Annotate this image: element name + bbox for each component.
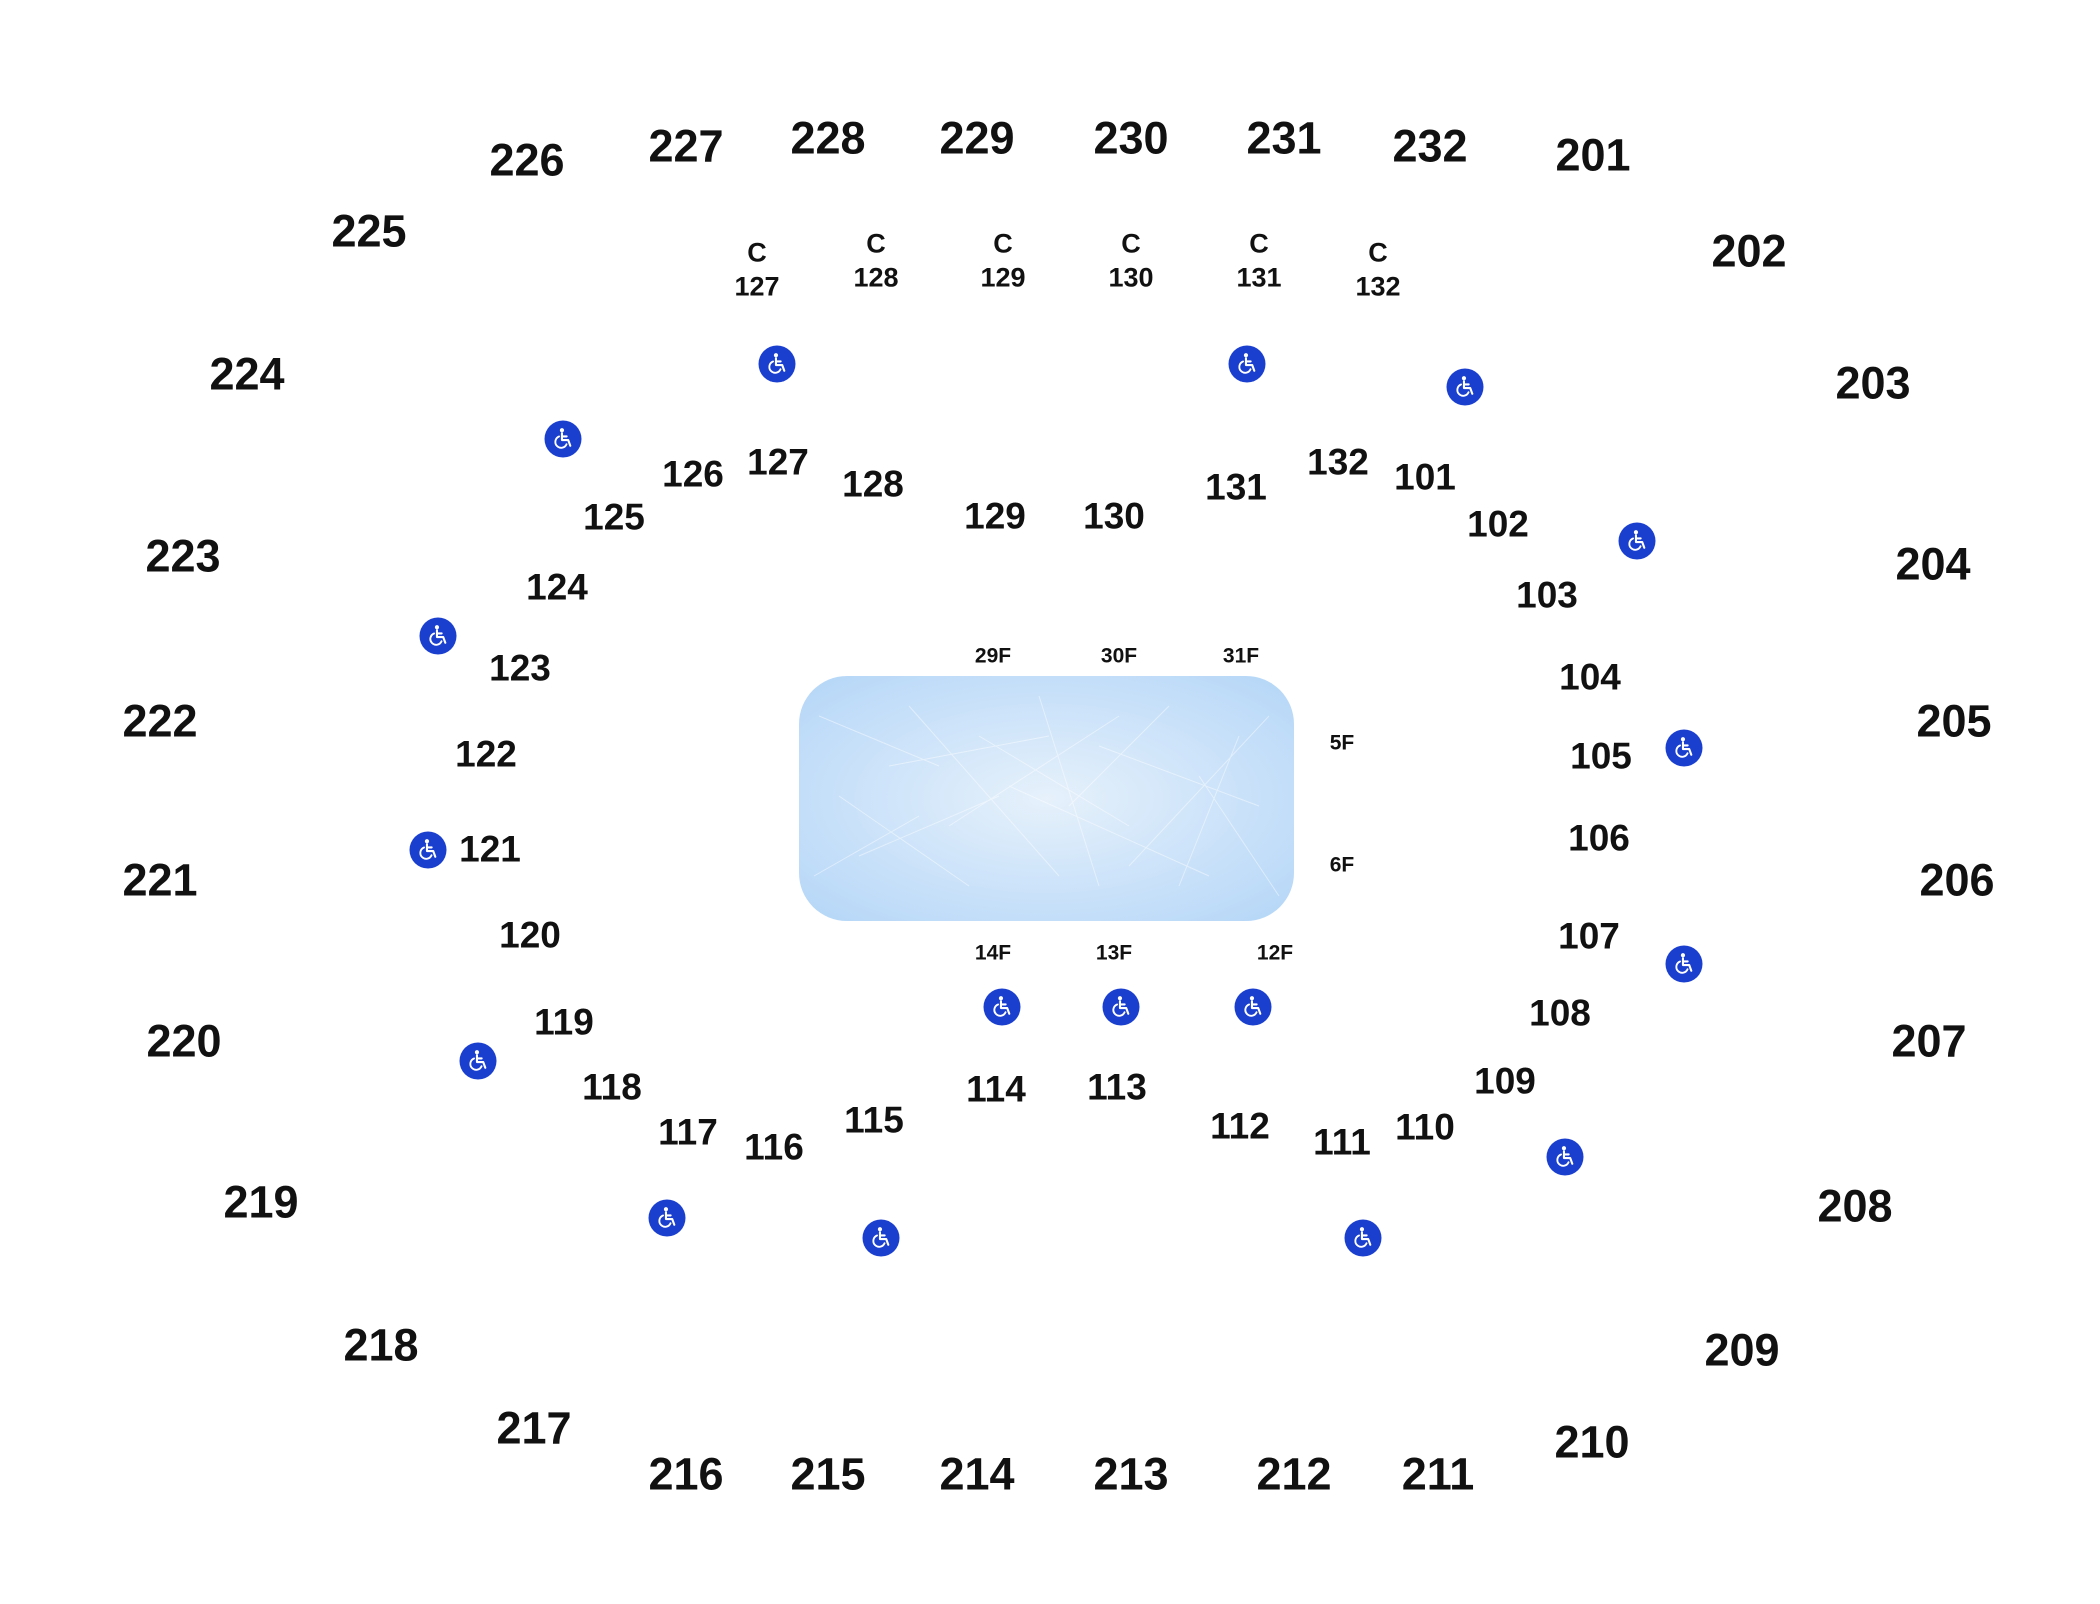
- section-228[interactable]: 228: [790, 112, 866, 164]
- section-123[interactable]: 123: [489, 647, 551, 689]
- wheelchair-icon: [1546, 1138, 1584, 1176]
- section-221[interactable]: 221: [122, 854, 198, 906]
- section-130[interactable]: 130: [1083, 495, 1145, 537]
- section-120[interactable]: 120: [499, 914, 561, 956]
- section-213[interactable]: 213: [1093, 1448, 1169, 1500]
- section-223[interactable]: 223: [145, 530, 221, 582]
- section-113[interactable]: 113: [1087, 1066, 1147, 1108]
- section-129[interactable]: 129: [964, 495, 1026, 537]
- section-127[interactable]: 127: [747, 441, 809, 483]
- section-115[interactable]: 115: [844, 1099, 904, 1141]
- section-126[interactable]: 126: [662, 453, 724, 495]
- section-111[interactable]: 111: [1313, 1121, 1371, 1163]
- section-108[interactable]: 108: [1529, 992, 1591, 1034]
- floor-section-31f[interactable]: 31F: [1222, 644, 1260, 668]
- section-217[interactable]: 217: [496, 1402, 572, 1454]
- section-119[interactable]: 119: [534, 1001, 594, 1043]
- wheelchair-icon: [1665, 729, 1703, 767]
- section-121[interactable]: 121: [459, 828, 521, 870]
- section-103[interactable]: 103: [1516, 574, 1578, 616]
- section-231[interactable]: 231: [1246, 112, 1322, 164]
- section-215[interactable]: 215: [790, 1448, 866, 1500]
- section-220[interactable]: 220: [146, 1015, 222, 1067]
- section-201[interactable]: 201: [1555, 129, 1631, 181]
- floor-section-14f[interactable]: 14F: [974, 941, 1012, 965]
- section-202[interactable]: 202: [1711, 225, 1787, 277]
- section-218[interactable]: 218: [343, 1319, 419, 1371]
- section-209[interactable]: 209: [1704, 1324, 1780, 1376]
- wheelchair-icon: [459, 1042, 497, 1080]
- section-216[interactable]: 216: [648, 1448, 724, 1500]
- floor-section-30f[interactable]: 30F: [1100, 644, 1138, 668]
- wheelchair-icon: [983, 988, 1021, 1026]
- ice-rink: [799, 676, 1294, 921]
- wheelchair-icon: [648, 1199, 686, 1237]
- section-122[interactable]: 122: [455, 733, 517, 775]
- section-114[interactable]: 114: [966, 1068, 1026, 1110]
- section-131[interactable]: 131: [1205, 466, 1267, 508]
- wheelchair-icon: [409, 831, 447, 869]
- wheelchair-icon: [1618, 522, 1656, 560]
- floor-section-5f[interactable]: 5F: [1329, 731, 1355, 755]
- wheelchair-icon: [544, 420, 582, 458]
- section-116[interactable]: 116: [744, 1126, 804, 1168]
- wheelchair-icon: [1446, 368, 1484, 406]
- section-107[interactable]: 107: [1558, 915, 1620, 957]
- section-205[interactable]: 205: [1916, 695, 1992, 747]
- wheelchair-icon: [1665, 945, 1703, 983]
- section-105[interactable]: 105: [1570, 735, 1632, 777]
- section-214[interactable]: 214: [939, 1448, 1015, 1500]
- section-230[interactable]: 230: [1093, 112, 1169, 164]
- section-232[interactable]: 232: [1392, 120, 1468, 172]
- section-212[interactable]: 212: [1256, 1448, 1332, 1500]
- section-229[interactable]: 229: [939, 112, 1015, 164]
- section-224[interactable]: 224: [209, 348, 285, 400]
- floor-section-29f[interactable]: 29F: [974, 644, 1012, 668]
- section-204[interactable]: 204: [1895, 538, 1971, 590]
- floor-section-6f[interactable]: 6F: [1329, 853, 1355, 877]
- section-117[interactable]: 117: [658, 1111, 718, 1153]
- section-125[interactable]: 125: [583, 496, 645, 538]
- section-208[interactable]: 208: [1817, 1180, 1893, 1232]
- wheelchair-icon: [1102, 988, 1140, 1026]
- section-210[interactable]: 210: [1554, 1416, 1630, 1468]
- wheelchair-icon: [1234, 988, 1272, 1026]
- section-206[interactable]: 206: [1919, 854, 1995, 906]
- floor-section-12f[interactable]: 12F: [1256, 941, 1294, 965]
- section-118[interactable]: 118: [582, 1066, 642, 1108]
- section-104[interactable]: 104: [1559, 656, 1621, 698]
- wheelchair-icon: [1228, 345, 1266, 383]
- section-207[interactable]: 207: [1891, 1015, 1967, 1067]
- section-226[interactable]: 226: [489, 134, 565, 186]
- section-124[interactable]: 124: [526, 566, 588, 608]
- section-219[interactable]: 219: [223, 1176, 299, 1228]
- wheelchair-icon: [1344, 1219, 1382, 1257]
- wheelchair-icon: [419, 617, 457, 655]
- section-101[interactable]: 101: [1394, 456, 1456, 498]
- wheelchair-icon: [758, 345, 796, 383]
- section-110[interactable]: 110: [1395, 1106, 1455, 1148]
- section-128[interactable]: 128: [842, 463, 904, 505]
- section-211[interactable]: 211: [1401, 1448, 1475, 1500]
- section-132[interactable]: 132: [1307, 441, 1369, 483]
- section-102[interactable]: 102: [1467, 503, 1529, 545]
- floor-section-13f[interactable]: 13F: [1095, 941, 1133, 965]
- section-109[interactable]: 109: [1474, 1060, 1536, 1102]
- section-203[interactable]: 203: [1835, 357, 1911, 409]
- section-106[interactable]: 106: [1568, 817, 1630, 859]
- section-227[interactable]: 227: [648, 120, 724, 172]
- section-225[interactable]: 225: [331, 205, 407, 257]
- section-112[interactable]: 112: [1210, 1105, 1270, 1147]
- section-222[interactable]: 222: [122, 695, 198, 747]
- wheelchair-icon: [862, 1219, 900, 1257]
